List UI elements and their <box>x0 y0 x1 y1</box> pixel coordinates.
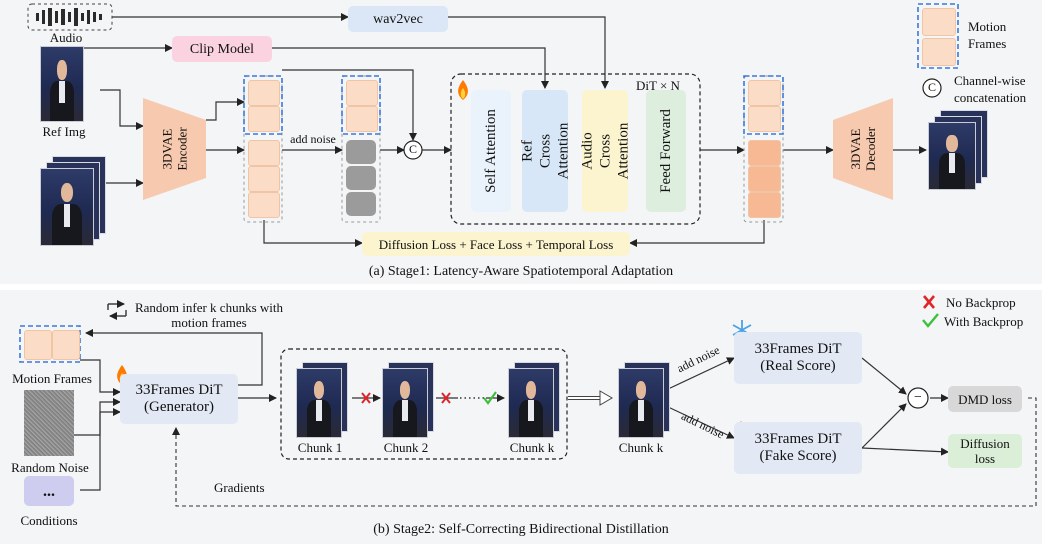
ref-cross-attention-block: Ref Cross Attention <box>519 90 571 212</box>
latent-frame-2 <box>248 166 280 192</box>
chunk1-image <box>296 368 342 438</box>
wav2vec-box: wav2vec <box>348 6 448 32</box>
output-frame-3 <box>748 192 781 218</box>
ref-img-label: Ref Img <box>42 124 86 139</box>
chunk2-label: Chunk 2 <box>383 440 429 455</box>
stage1-loss-box: Diffusion Loss + Face Loss + Temporal Lo… <box>362 232 630 256</box>
legend-motion-2 <box>922 38 956 66</box>
cross-icon <box>361 392 371 404</box>
random-noise-label: Random Noise <box>11 460 89 475</box>
conditions-label: Conditions <box>20 513 78 528</box>
audio-cross-attention-label: Audio Cross Attention <box>579 122 631 180</box>
noise-block-1 <box>346 140 376 164</box>
encoder: 3DVAE Encoder <box>143 98 206 200</box>
chunk-out-label: Chunk k <box>618 440 664 455</box>
output-frame-1 <box>748 140 781 166</box>
concat-symbol: C <box>408 142 417 156</box>
diffusion-loss-box: Diffusion loss <box>948 434 1022 468</box>
legend-motion-1 <box>922 8 956 36</box>
legend-cross-icon <box>923 295 935 309</box>
output-motion-2 <box>748 106 781 132</box>
audio-cross-attention-block: Audio Cross Attention <box>579 90 631 212</box>
check-icon <box>483 391 497 405</box>
self-attention-label: Self Attention <box>483 109 499 193</box>
encoder-shape <box>143 98 206 200</box>
chunk1-label: Chunk 1 <box>297 440 343 455</box>
clip-model-box: Clip Model <box>172 36 272 62</box>
minus-symbol: − <box>914 390 922 405</box>
concat-circle-icon <box>403 140 423 160</box>
decoder-shape <box>833 98 893 200</box>
legend-no-backprop: No Backprop <box>946 295 1016 310</box>
minus-circle-icon <box>907 387 929 409</box>
dit-block-group <box>450 73 701 225</box>
legend-check-icon <box>922 313 939 328</box>
noised-motion-2 <box>346 106 378 132</box>
waveform-icon <box>36 8 102 26</box>
clip-model-label: Clip Model <box>189 41 255 57</box>
real-score-label: 33Frames DiT (Real Score) <box>754 341 842 374</box>
random-infer-label: Random infer k chunks with motion frames <box>134 300 284 330</box>
encoder-label: 3DVAE Encoder <box>159 127 190 171</box>
noise-block-3 <box>346 192 376 216</box>
legend-concat-symbol: C <box>927 80 936 94</box>
random-noise-image <box>24 390 74 456</box>
output-frame-2 <box>748 166 781 192</box>
decoder-label: 3DVAE Decoder <box>848 126 878 172</box>
chunkk-image <box>508 368 554 438</box>
audio-label: Audio <box>49 30 83 45</box>
cross-icon <box>441 392 451 404</box>
noise-block-2 <box>346 166 376 190</box>
fake-score-box: 33Frames DiT (Fake Score) <box>734 422 862 474</box>
audio-group <box>27 3 113 31</box>
chunkk-label: Chunk k <box>509 440 555 455</box>
dmd-loss-label: DMD loss <box>958 391 1012 407</box>
legend-channel-concat: Channel-wise concatenation <box>954 73 1027 105</box>
generator-box: 33Frames DiT (Generator) <box>120 374 238 424</box>
legend-concat-circle-icon <box>922 78 942 98</box>
s2-motion-frame-2 <box>52 330 80 360</box>
fake-score-label: 33Frames DiT (Fake Score) <box>754 431 842 464</box>
fire-icon <box>458 80 468 100</box>
stage1-caption: (a) Stage1: Latency-Aware Spatiotemporal… <box>368 264 674 279</box>
s2-motion-frame-1 <box>24 330 52 360</box>
self-attention-block: Self Attention <box>471 90 511 212</box>
stage2-caption: (b) Stage2: Self-Correcting Bidirectiona… <box>373 522 669 537</box>
latent-frame-1 <box>248 140 280 166</box>
dmd-loss-box: DMD loss <box>948 386 1022 412</box>
legend-with-backprop: With Backprop <box>944 314 1024 329</box>
dit-repeat-label: DiT × N <box>636 78 680 93</box>
chunk-out-image <box>618 368 664 438</box>
feed-forward-label: Feed Forward <box>658 109 675 193</box>
chunks-group <box>280 348 568 460</box>
wav2vec-label: wav2vec <box>373 11 423 27</box>
diffusion-loss-label: Diffusion loss <box>960 436 1010 466</box>
s2-motion-frames-label: Motion Frames <box>12 371 92 386</box>
conditions-box: ... <box>24 476 74 506</box>
latent-frame-3 <box>248 192 280 218</box>
ref-image <box>40 46 84 122</box>
gradients-label: Gradients <box>214 480 265 495</box>
output-video <box>928 122 976 190</box>
noised-motion-1 <box>346 80 378 106</box>
real-score-box: 33Frames DiT (Real Score) <box>734 332 862 384</box>
loop-arrows-icon <box>107 300 127 320</box>
input-video <box>40 168 94 246</box>
feed-forward-block: Feed Forward <box>646 90 686 212</box>
decoder: 3DVAE Decoder <box>833 98 893 200</box>
output-motion-1 <box>748 80 781 106</box>
conditions-symbol: ... <box>43 482 55 500</box>
chunk2-image <box>382 368 428 438</box>
ref-cross-attention-label: Ref Cross Attention <box>519 122 571 180</box>
generator-label: 33Frames DiT (Generator) <box>135 382 223 415</box>
stage1-loss-label: Diffusion Loss + Face Loss + Temporal Lo… <box>378 236 614 252</box>
latent-motion-2 <box>248 106 280 132</box>
add-noise-label: add noise <box>290 132 336 146</box>
legend-motion-frames: Motion Frames <box>968 19 1007 51</box>
latent-motion-1 <box>248 80 280 106</box>
